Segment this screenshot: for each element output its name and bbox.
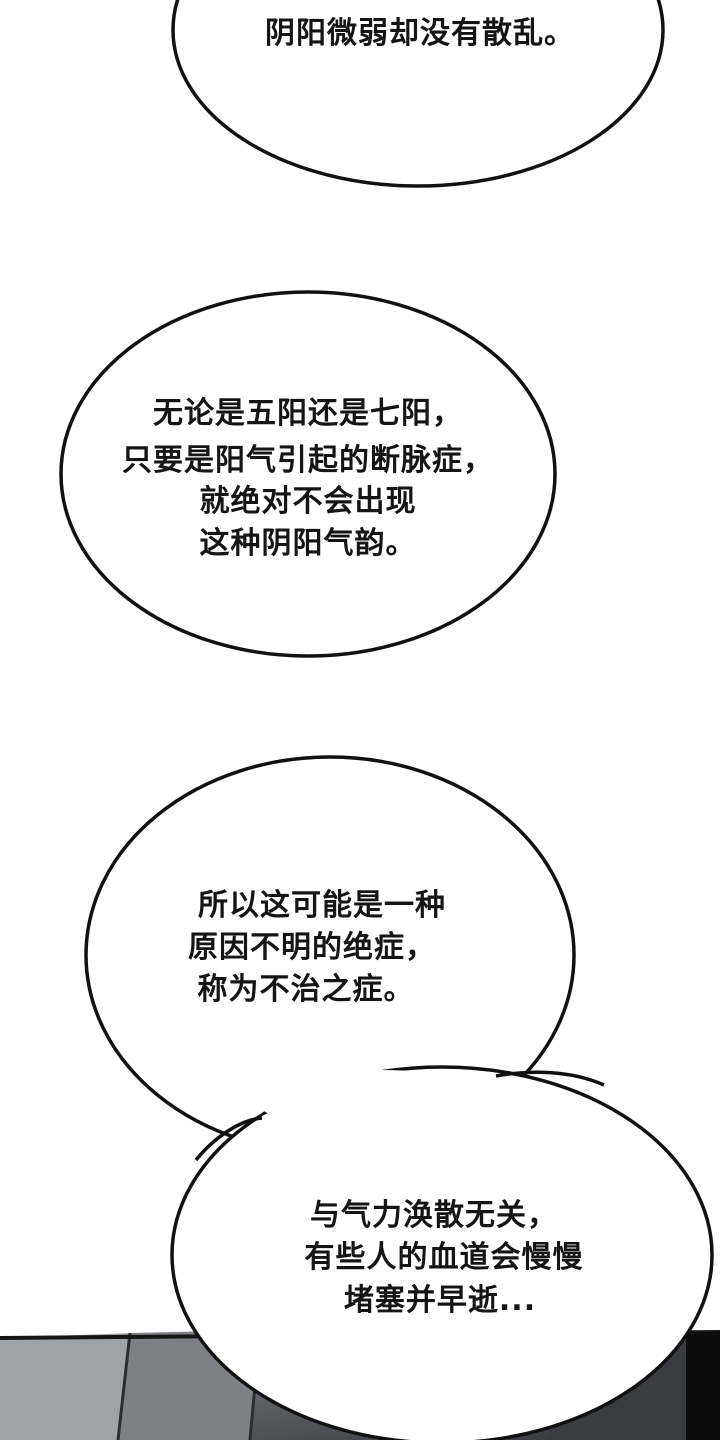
bubble-double-upper-line-1: 所以这可能是一种 (198, 888, 446, 923)
bubble-double-lower-line-2: 有些人的血道会慢慢 (304, 1240, 584, 1275)
bubble-middle-line-3: 就绝对不会出现 (199, 484, 417, 519)
bubble-double-upper-line-2: 原因不明的绝症， (188, 930, 436, 965)
bubble-double-upper-line-3: 称为不治之症。 (197, 972, 415, 1007)
bubble-middle-line-2: 只要是阳气引起的断脉症， (122, 443, 494, 478)
bubble-double-lower-line-1: 与气力涣散无关， (310, 1198, 558, 1233)
bubble-double-lower-line-3: 堵塞并早逝... (343, 1283, 537, 1318)
bubble-middle-line-4: 这种阴阳气韵。 (199, 526, 417, 561)
speech-bubble-double (84, 755, 714, 1440)
bubble-middle-line-1: 无论是五阳还是七阳， (153, 396, 463, 431)
speech-bubble-top (171, 0, 665, 188)
speech-bubble-middle (59, 290, 557, 658)
bubble-top-line-1: 阴阳微弱却没有散乱。 (265, 16, 575, 51)
